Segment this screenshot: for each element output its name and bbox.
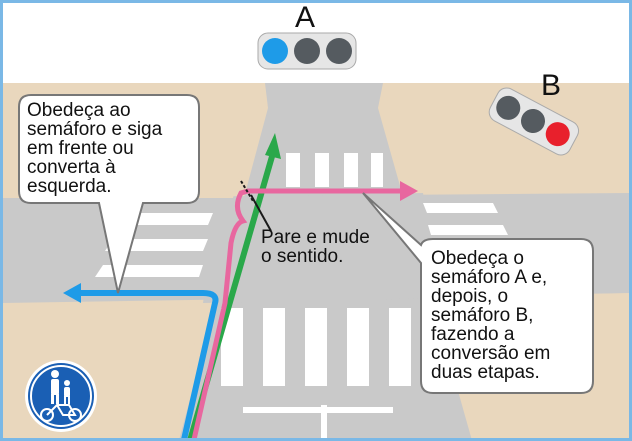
traffic-light-b-label: B xyxy=(541,69,562,102)
left-turn-route xyxy=(78,290,219,438)
light-b-yellow xyxy=(521,109,545,133)
pedestrian-bicycle-sign-icon xyxy=(25,360,97,432)
light-a-red xyxy=(326,38,352,64)
lane-line-bottom xyxy=(321,405,327,438)
callout-left-bubble xyxy=(18,94,200,294)
crosswalk-top xyxy=(286,153,383,187)
callout-right-text: Obedeça o semáforo A e, depois, o semáfo… xyxy=(431,248,551,383)
two-stage-arrowhead xyxy=(400,181,418,201)
far-road xyxy=(265,83,383,108)
light-a-yellow xyxy=(294,38,320,64)
intersection-illustration xyxy=(3,32,629,438)
callout-left-text: Obedeça ao semáforo e siga em frente ou … xyxy=(27,100,163,197)
sidewalk-top-right xyxy=(383,83,629,193)
crosswalk-bottom xyxy=(221,308,411,386)
callout-right-bubble xyxy=(362,192,594,394)
left-turn-arrowhead xyxy=(63,283,81,303)
light-b-red xyxy=(545,122,570,147)
sidewalk-bottom-left xyxy=(3,303,203,438)
traffic-light-b xyxy=(488,87,580,156)
intersection-center xyxy=(203,193,443,303)
callout-middle-text: Pare e mude o sentido. xyxy=(261,227,370,267)
straight-arrowhead xyxy=(265,133,281,159)
callout-middle-pointer xyxy=(250,194,272,232)
stop-mark xyxy=(240,180,254,202)
light-a-blue xyxy=(262,38,288,64)
light-b-blue xyxy=(496,95,521,120)
traffic-light-a-label: A xyxy=(295,1,316,34)
stop-line-bottom xyxy=(243,407,393,413)
two-stage-route xyxy=(191,188,403,438)
traffic-light-a xyxy=(257,32,357,70)
